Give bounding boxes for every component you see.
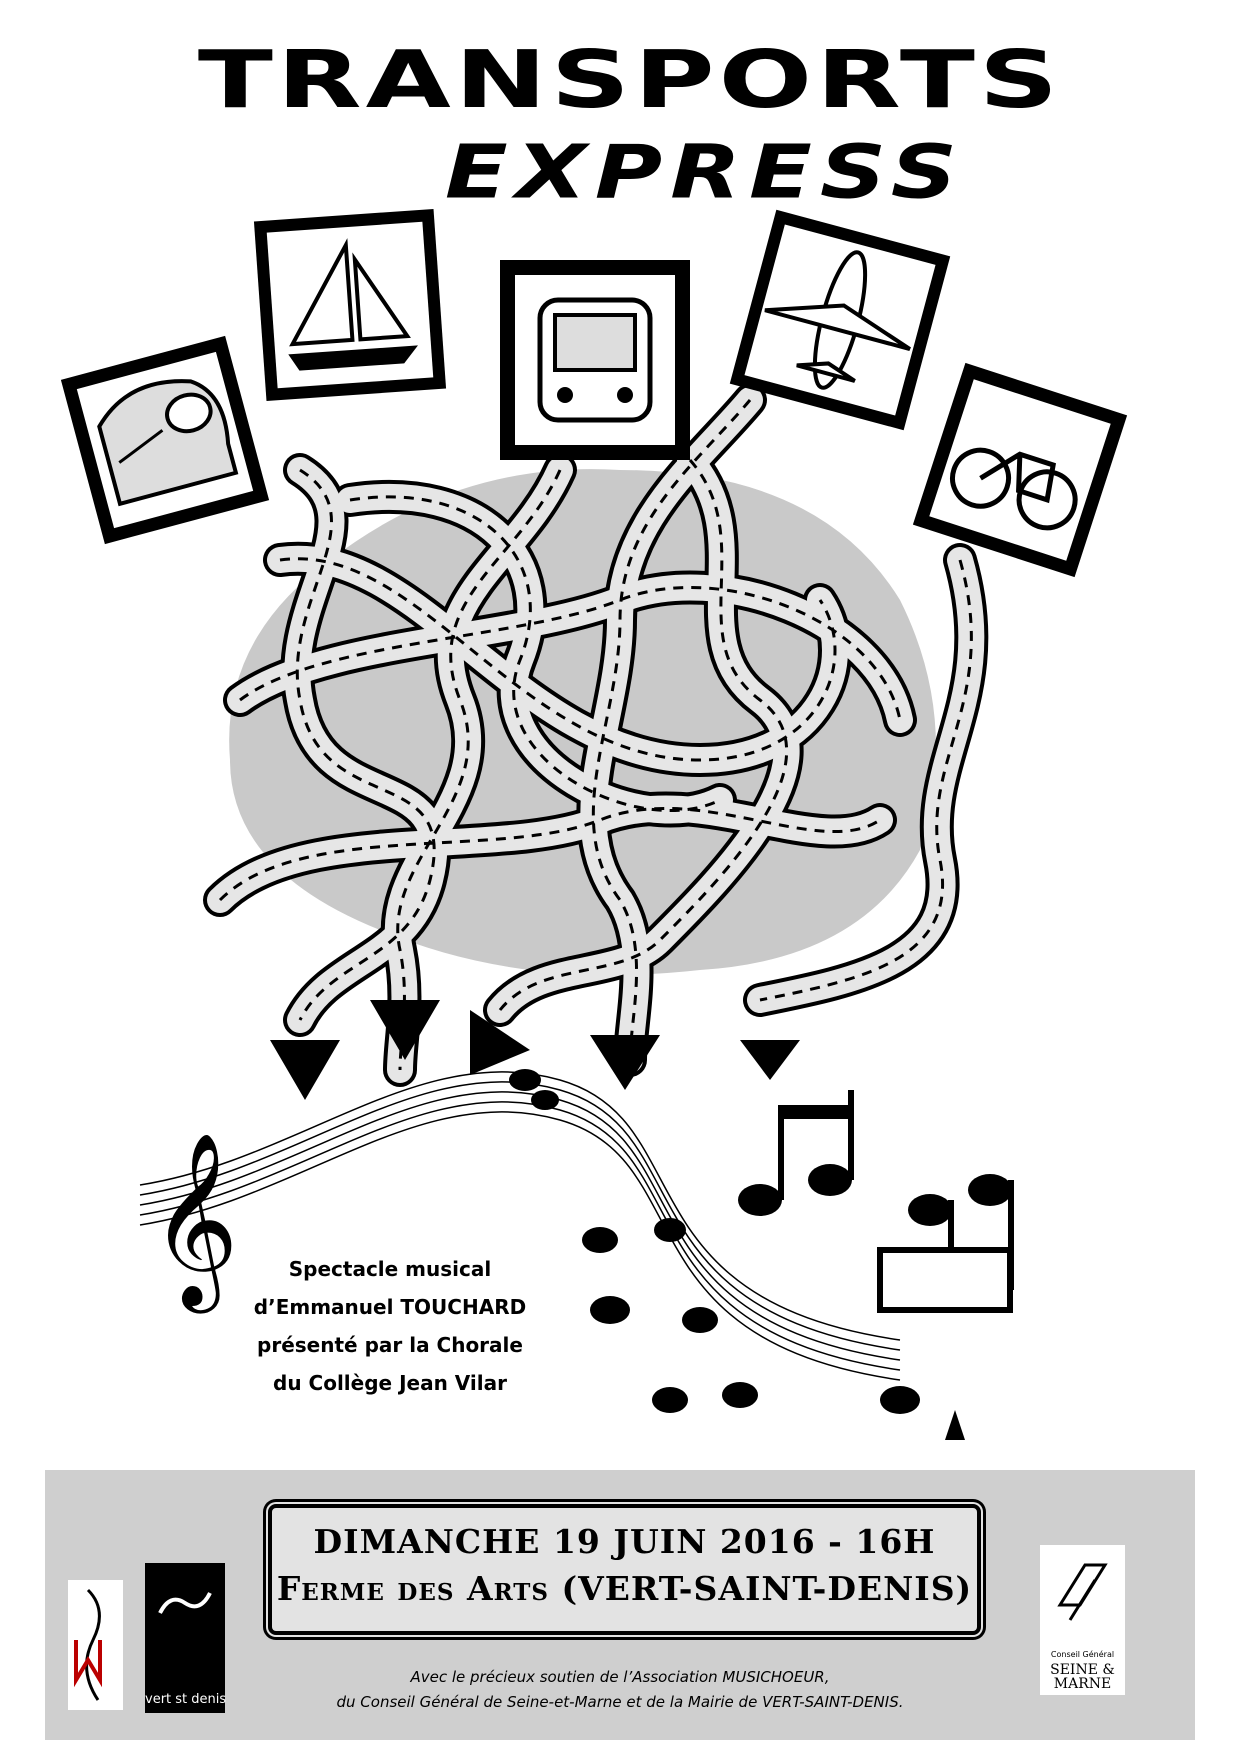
- train-icon: [60, 335, 270, 545]
- bicycle-icon: [912, 362, 1128, 578]
- airplane-icon: [729, 209, 951, 431]
- poster-title-line2: EXPRESS: [444, 129, 966, 216]
- arrowheads: [270, 1000, 800, 1100]
- poster-illustration: 𝄞: [60, 208, 1128, 1440]
- vert-saint-denis-label: vert st denis: [145, 1692, 227, 1707]
- show-credits: Spectacle musical d’Emmanuel TOUCHARD pr…: [240, 1250, 540, 1402]
- support-text: Avec le précieux soutien de l’Associatio…: [250, 1665, 990, 1715]
- support-line-1: Avec le précieux soutien de l’Associatio…: [410, 1668, 830, 1686]
- credits-line-3: présenté par la Chorale: [257, 1333, 523, 1357]
- conseil-general-line1: SEINE &: [1050, 1662, 1115, 1678]
- conseil-general-small: Conseil Général: [1050, 1650, 1115, 1659]
- vert-saint-denis-logo: vert st denis: [145, 1563, 227, 1713]
- bus-icon: [500, 260, 690, 460]
- credits-line-4: du Collège Jean Vilar: [273, 1371, 507, 1395]
- credits-line-2: d’Emmanuel TOUCHARD: [253, 1295, 527, 1319]
- credits-line-1: Spectacle musical: [288, 1257, 492, 1281]
- support-line-2: du Conseil Général de Seine-et-Marne et …: [336, 1693, 904, 1711]
- musichoeur-logo: [68, 1580, 123, 1710]
- event-date: DIMANCHE 19 JUIN 2016 - 16H: [313, 1522, 936, 1561]
- conseil-general-logo: Conseil Général SEINE & MARNE: [1040, 1545, 1125, 1695]
- event-venue: Ferme des Arts (VERT-SAINT-DENIS): [276, 1569, 973, 1608]
- sailboat-icon: [253, 208, 447, 402]
- conseil-general-name: SEINE & MARNE: [1040, 1663, 1125, 1691]
- conseil-general-line2: MARNE: [1053, 1676, 1112, 1692]
- event-box: DIMANCHE 19 JUIN 2016 - 16H Ferme des Ar…: [268, 1504, 981, 1635]
- poster-title-line1: TRANSPORTS: [197, 33, 1063, 126]
- music-note-icon: [509, 1069, 1014, 1440]
- music-staff: [139, 1071, 901, 1381]
- treble-clef-icon: 𝄞: [150, 1132, 239, 1314]
